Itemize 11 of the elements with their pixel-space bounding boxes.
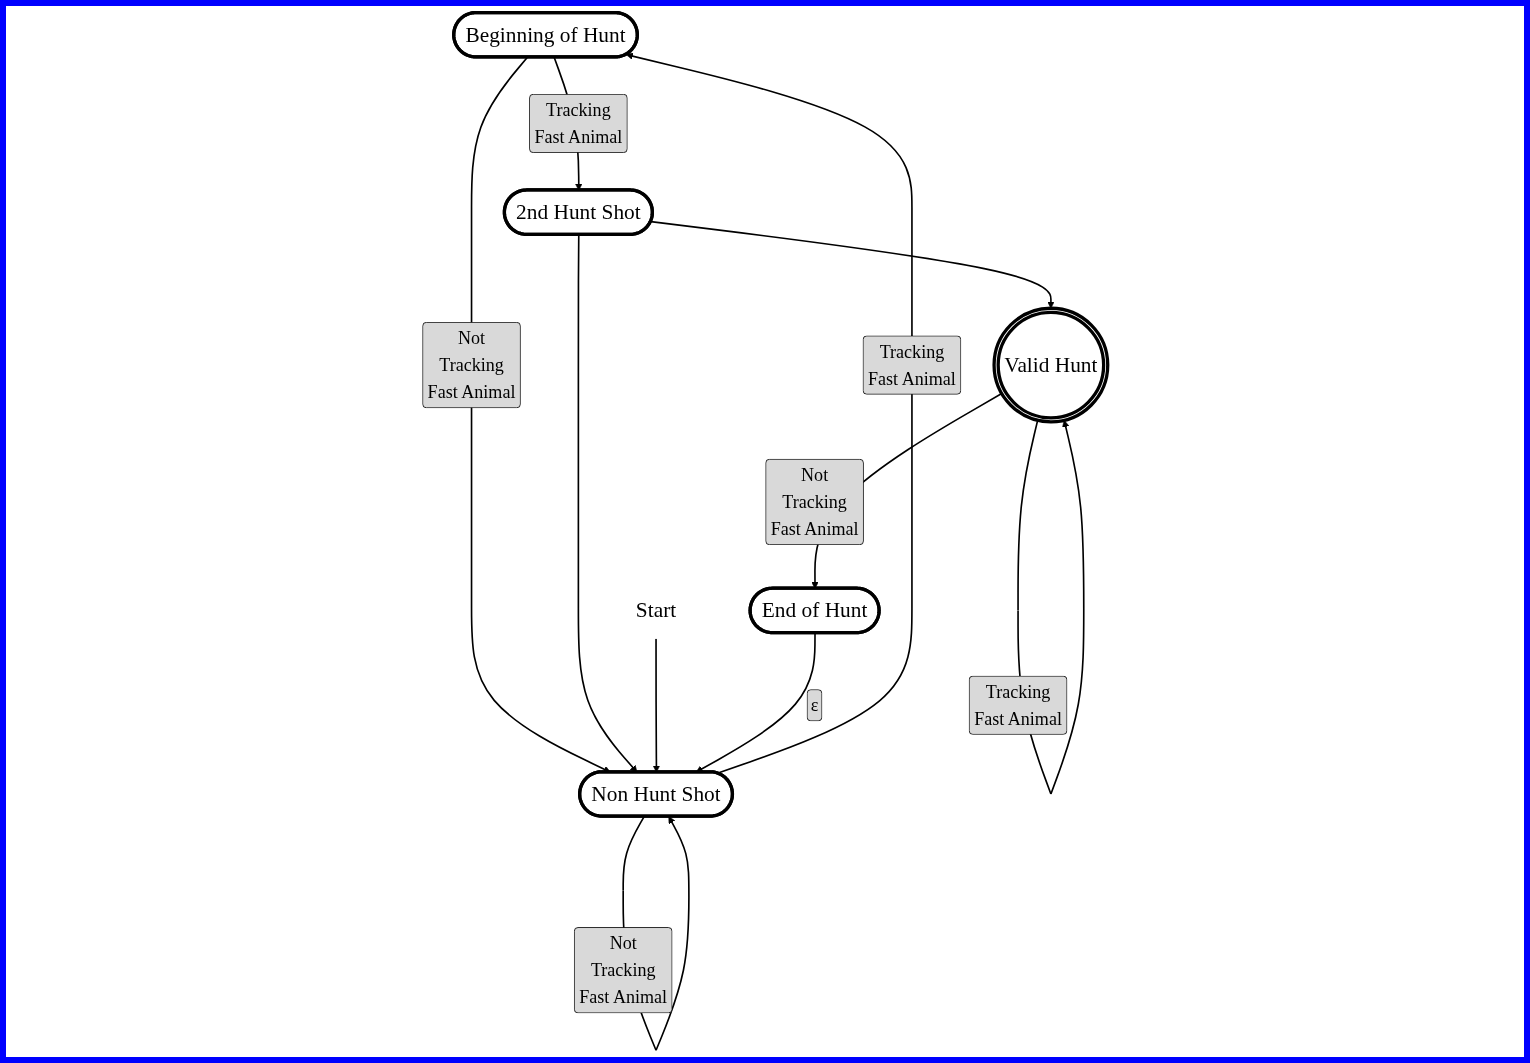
edge-label: Not Tracking Fast Animal [770,464,859,540]
edge-label: Tracking Fast Animal [974,681,1062,730]
arrow [625,52,913,775]
node-circle: Valid Hunt [992,306,1110,424]
node-text: Start [635,598,677,623]
edge-label: Not Tracking Fast Animal [427,327,516,403]
arrow [650,220,1055,309]
edge-label: Tracking Fast Animal [534,99,623,148]
edge-label: ε [810,695,819,716]
edge-label: Tracking Fast Animal [868,341,956,389]
edge-label: Not Tracking Fast Animal [579,932,668,1008]
